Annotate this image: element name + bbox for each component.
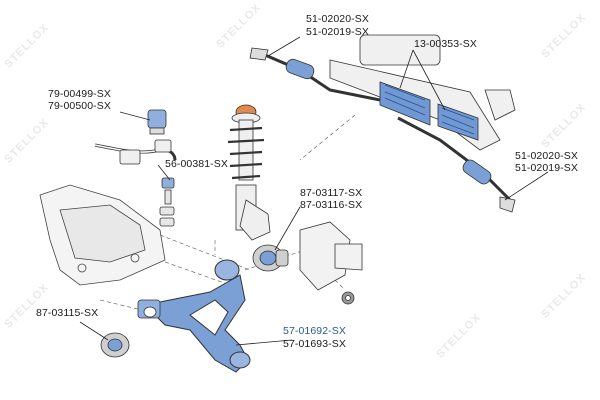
callout-rear-bushing-1: 87-03117-SX bbox=[300, 187, 363, 199]
callout-front-bushing: 87-03115-SX bbox=[36, 307, 99, 319]
callout-tie-rod-right-2: 51-02019-SX bbox=[515, 162, 578, 174]
callout-lower-arm-2: 57-01693-SX bbox=[283, 338, 346, 350]
callout-rear-bushing-2: 87-03116-SX bbox=[300, 199, 363, 211]
callout-stabilizer-link: 56-00381-SX bbox=[165, 158, 228, 170]
stabilizer-link bbox=[159, 177, 175, 227]
rear-bushing bbox=[252, 244, 289, 272]
callout-stabilizer-bushing-2: 79-00500-SX bbox=[48, 100, 111, 112]
callout-tie-rod-top-2: 51-02019-SX bbox=[306, 26, 369, 38]
knuckle-hub bbox=[299, 221, 363, 305]
strut-assembly bbox=[227, 104, 271, 241]
front-bushing bbox=[100, 299, 161, 358]
tie-rods bbox=[249, 47, 516, 213]
steering-rack bbox=[329, 34, 516, 151]
leader-lines bbox=[79, 36, 549, 346]
stabilizer-bar bbox=[94, 109, 177, 165]
callout-rack-boots: 13-00353-SX bbox=[414, 38, 477, 50]
callout-lower-arm-1: 57-01692-SX bbox=[283, 325, 346, 337]
subframe bbox=[39, 184, 166, 286]
callout-tie-rod-top-1: 51-02020-SX bbox=[306, 13, 369, 25]
callout-stabilizer-bushing-1: 79-00499-SX bbox=[48, 88, 111, 100]
lower-control-arm bbox=[143, 259, 251, 373]
callout-tie-rod-right-1: 51-02020-SX bbox=[515, 150, 578, 162]
